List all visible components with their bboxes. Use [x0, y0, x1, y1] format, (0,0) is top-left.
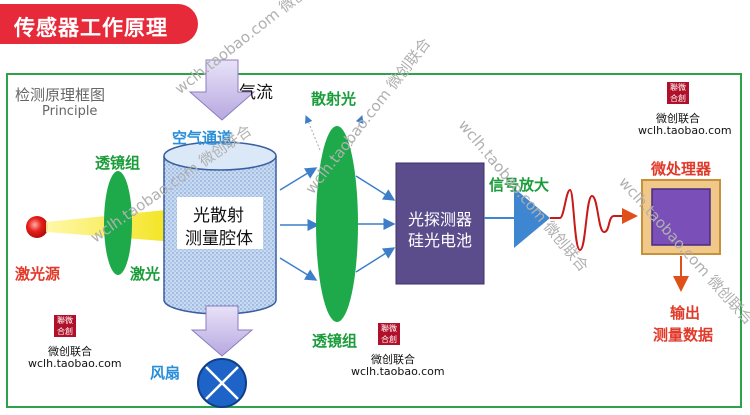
title-banner: 传感器工作原理 [0, 4, 198, 44]
detector-label-2: 硅光电池 [408, 231, 473, 250]
outflow-arrow-icon [190, 305, 254, 357]
seal-brand-top: 微创联合 [656, 112, 700, 125]
chamber-label-bg [177, 197, 263, 249]
output-label-1: 输出 [670, 304, 701, 322]
microprocessor-icon [651, 188, 711, 246]
scattered-light-label: 散射光 [311, 90, 357, 108]
air-channel-label: 空气通道 [172, 129, 233, 147]
photodetector-box [395, 162, 485, 285]
chamber-label-2: 测量腔体 [185, 229, 253, 249]
signal-wave [550, 188, 638, 252]
airflow-label: 气流 [239, 83, 273, 103]
output-label-2: 测量数据 [653, 326, 714, 344]
fan-label: 风扇 [150, 364, 181, 382]
seal-icon-top: 聯微合創 [667, 82, 689, 104]
chamber-top [163, 141, 277, 171]
laser-source-label: 激光源 [15, 265, 61, 283]
seal-icon-left: 聯微合創 [54, 315, 76, 337]
amplifier-icon [514, 188, 550, 248]
lens-group-1-label: 透镜组 [95, 154, 141, 172]
lens-group-1 [104, 171, 132, 275]
seal-url-center: wclh.taobao.com [351, 365, 445, 378]
microprocessor-label: 微处理器 [651, 160, 712, 178]
laser-label: 激光 [130, 265, 161, 283]
diagram-subtitle: Principle [42, 104, 98, 119]
laser-source-icon [26, 216, 48, 238]
page-title: 传感器工作原理 [14, 16, 168, 40]
seal-brand-left: 微创联合 [48, 345, 92, 358]
seal-url-left: wclh.taobao.com [28, 357, 122, 370]
chamber-label-1: 光散射 [193, 206, 244, 226]
seal-url-top: wclh.taobao.com [638, 124, 732, 137]
amplifier-label: 信号放大 [489, 176, 550, 194]
diagram-frame [6, 73, 742, 408]
diagram-title: 检测原理框图 [15, 86, 106, 104]
seal-brand-center: 微创联合 [371, 353, 415, 366]
lens-group-2 [316, 126, 358, 322]
airflow-arrow-icon [188, 59, 256, 121]
seal-icon-center: 聯微合創 [378, 323, 400, 345]
detector-label-1: 光探测器 [408, 210, 473, 229]
lens-group-2-label: 透镜组 [312, 332, 358, 350]
